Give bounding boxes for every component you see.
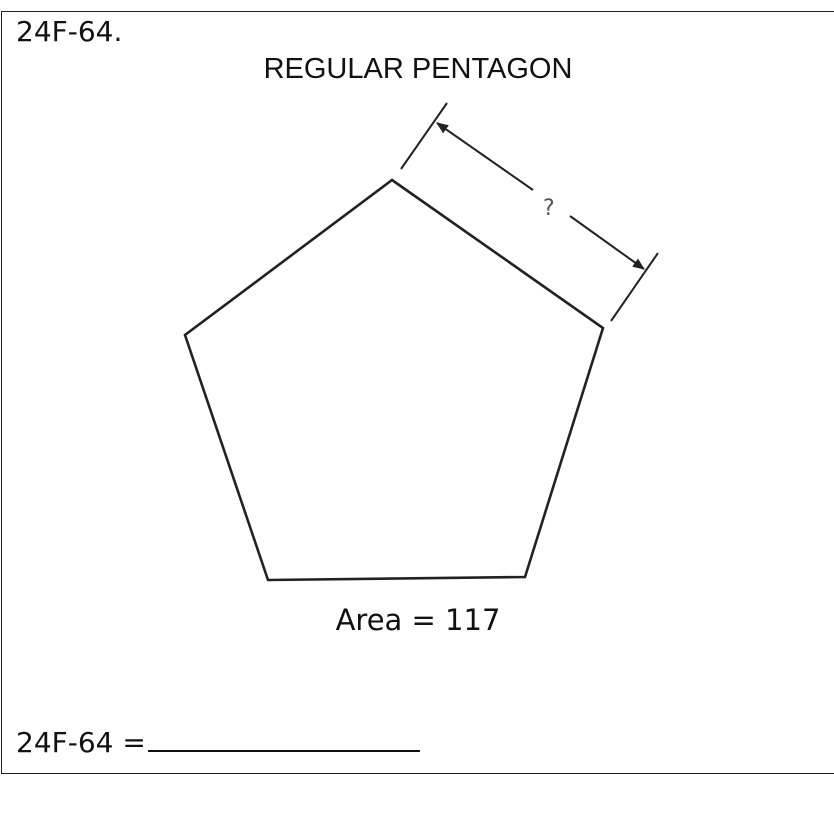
dimension-arrow-lower — [569, 215, 645, 270]
figure-title: REGULAR PENTAGON — [263, 53, 573, 85]
answer-blank[interactable] — [147, 722, 420, 752]
answer-prompt: 24F-64 = — [16, 726, 146, 759]
area-label: Area = 117 — [335, 603, 501, 637]
unknown-side-label: ? — [543, 196, 555, 221]
pentagon-shape — [183, 178, 605, 582]
answer-row: 24F-64 = — [16, 722, 420, 761]
problem-id: 24F-64. — [16, 15, 123, 48]
problem-frame — [1, 11, 834, 774]
extension-line-top — [400, 102, 448, 170]
extension-line-bottom — [610, 252, 659, 322]
dimension-arrow-upper — [436, 122, 534, 191]
